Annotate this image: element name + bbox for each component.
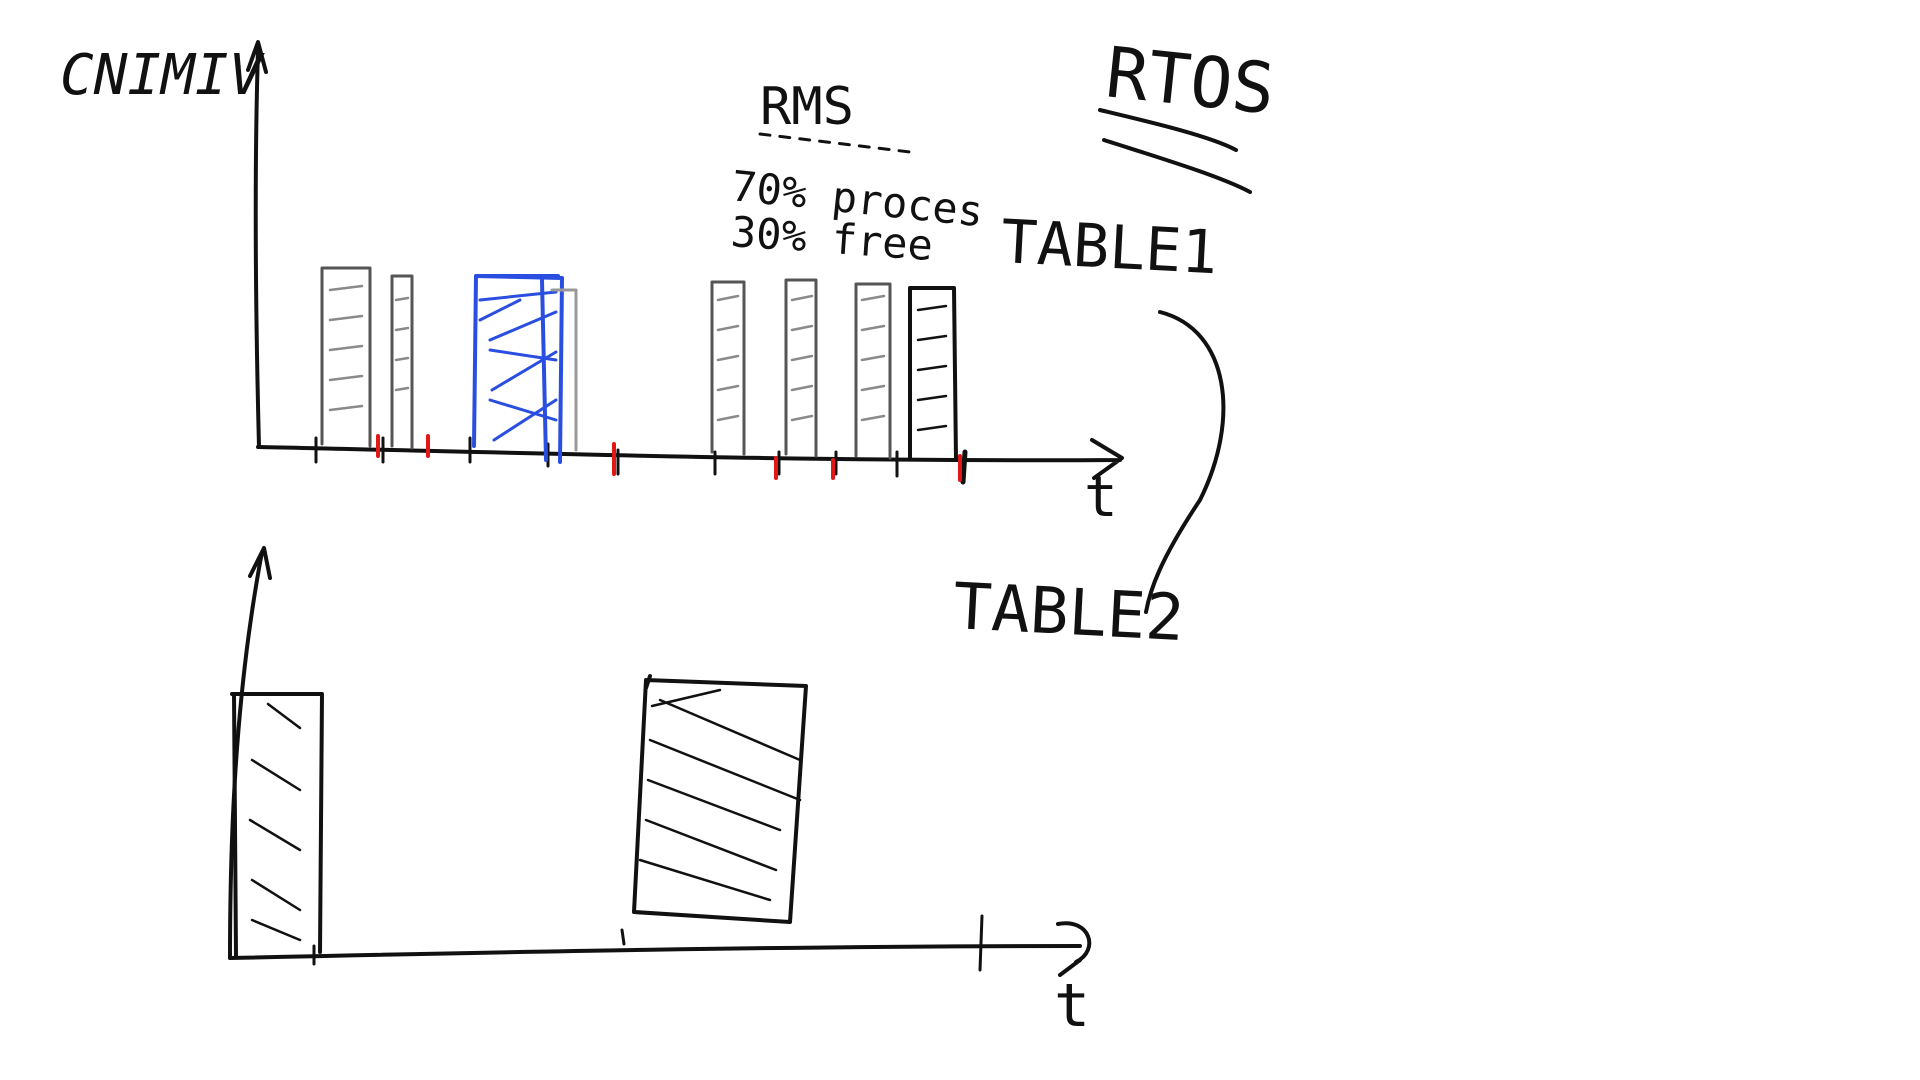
top-dark-bar xyxy=(908,286,958,462)
top-gray-bar-behind-blue xyxy=(550,288,578,452)
table2-label: TABLE2 xyxy=(951,570,1186,656)
top-y-axis xyxy=(246,40,268,449)
table1-label: TABLE1 xyxy=(999,207,1219,288)
bottom-timeline xyxy=(228,546,1092,977)
top-gray-bars xyxy=(320,266,892,460)
rms-underline xyxy=(758,132,912,154)
rms-title: RMS xyxy=(760,77,854,137)
rtos-underline-2 xyxy=(1102,138,1252,194)
top-red-ticks xyxy=(376,434,962,482)
rtos-title: RTOS xyxy=(1102,31,1278,130)
bottom-x-ticks xyxy=(312,914,984,972)
top-x-ticks xyxy=(314,436,899,478)
top-highlighted-bar xyxy=(472,274,564,464)
rtos-underline-1 xyxy=(1098,108,1238,152)
top-t-label: t xyxy=(1084,465,1118,530)
table1-to-table2-arrow xyxy=(1144,310,1226,614)
top-x-tick-end xyxy=(960,449,968,485)
top-gray-hatch xyxy=(328,284,886,422)
bottom-bar-2-hatch xyxy=(638,688,802,902)
top-x-axis xyxy=(256,438,1124,480)
bottom-bar-1 xyxy=(230,692,324,958)
bottom-x-axis xyxy=(228,921,1092,977)
bottom-t-label: t xyxy=(1054,971,1090,1041)
bottom-bar-1-hatch xyxy=(248,702,302,942)
y-axis-label: CNIMIV xyxy=(60,43,266,108)
top-timeline xyxy=(246,40,1124,485)
bottom-bar-2 xyxy=(632,674,808,924)
